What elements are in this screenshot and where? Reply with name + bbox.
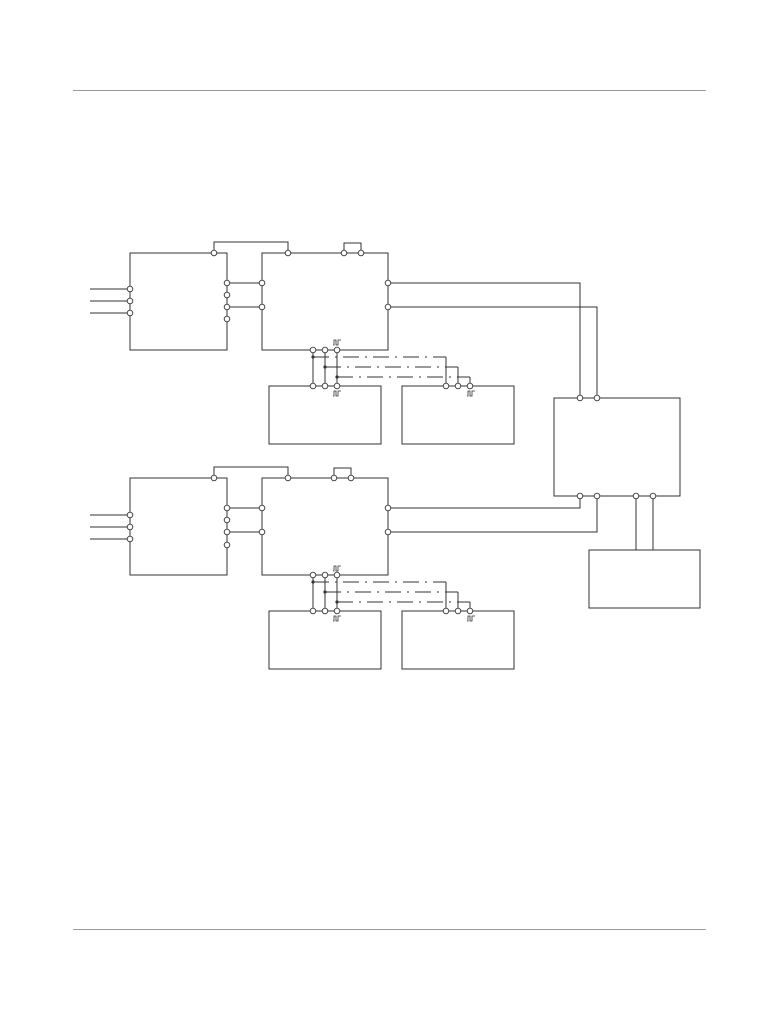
unit-2-input-lines [90,514,130,540]
unit-2-center-block [261,477,389,576]
controller-terminals [576,394,657,500]
unit-1-sub-block-b [401,385,515,445]
unit-1-terminals [126,249,474,390]
pulse-train-icon [333,390,341,397]
unit-1-input-lines [90,288,130,314]
footer-rule [73,929,706,930]
controller-section [553,394,701,609]
peripheral-block [588,549,701,609]
unit-1-sub-block-a [268,385,382,445]
pulse-train-icon [333,615,341,622]
unit-1 [90,241,598,445]
unit-1-left-block [129,252,228,351]
header-rule [73,90,706,91]
unit-2-left-block [129,477,228,576]
pulse-train-icon [467,390,475,397]
pulse-train-icon [467,615,475,622]
unit-1-top-bridge [213,241,289,253]
unit-2 [90,466,598,670]
unit-2-terminals [126,474,474,615]
pulse-train-icon [333,339,341,346]
unit-1-jumper [343,242,362,253]
unit-2-jumper [333,467,352,478]
unit-1-center-block [261,252,389,351]
unit-2-top-bridge [213,466,289,478]
controller-block [553,397,681,497]
unit-2-sub-block-a [268,610,382,670]
unit-2-sub-block-b [401,610,515,670]
pulse-train-icon [333,565,341,572]
